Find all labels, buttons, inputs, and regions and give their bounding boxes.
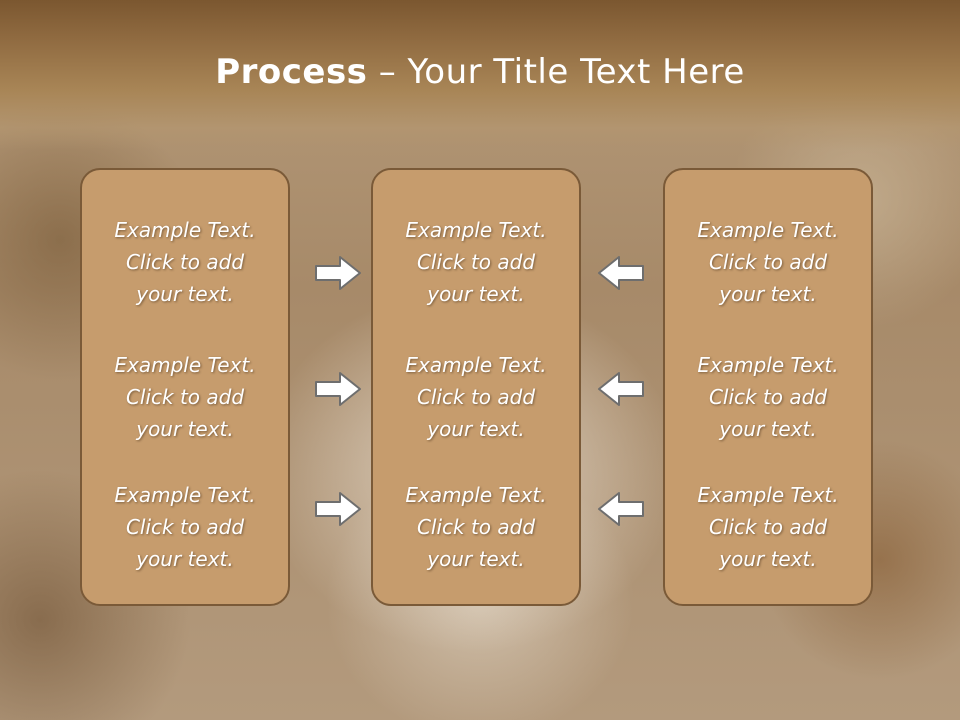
text-line: your text. <box>136 417 234 441</box>
text-line: your text. <box>427 547 525 571</box>
right-arrow-icon <box>315 372 361 406</box>
title-bar <box>0 0 960 150</box>
text-line: Click to add <box>125 385 245 409</box>
text-line: your text. <box>719 282 817 306</box>
text-line: Example Text. <box>697 483 839 507</box>
process-panel-center[interactable]: Example Text. Click to add your text. Ex… <box>371 168 581 606</box>
text-line: Example Text. <box>697 218 839 242</box>
text-line: your text. <box>136 282 234 306</box>
process-panel-left[interactable]: Example Text. Click to add your text. Ex… <box>80 168 290 606</box>
right-arrow-icon <box>315 256 361 290</box>
text-line: Click to add <box>416 250 536 274</box>
process-panel-right[interactable]: Example Text. Click to add your text. Ex… <box>663 168 873 606</box>
text-line: your text. <box>719 417 817 441</box>
slide-title-rest: – Your Title Text Here <box>367 52 745 92</box>
text-placeholder[interactable]: Example Text. Click to add your text. <box>373 214 579 310</box>
text-line: Click to add <box>125 250 245 274</box>
text-placeholder[interactable]: Example Text. Click to add your text. <box>665 214 871 310</box>
slide-title-bold: Process <box>215 52 368 92</box>
text-line: Click to add <box>708 385 828 409</box>
text-line: Example Text. <box>697 353 839 377</box>
text-line: Example Text. <box>405 353 547 377</box>
right-arrow-icon <box>315 492 361 526</box>
text-line: your text. <box>427 417 525 441</box>
slide-title[interactable]: Process – Your Title Text Here <box>0 52 960 92</box>
text-line: Example Text. <box>114 218 256 242</box>
text-placeholder[interactable]: Example Text. Click to add your text. <box>665 349 871 445</box>
text-line: Click to add <box>708 515 828 539</box>
text-placeholder[interactable]: Example Text. Click to add your text. <box>373 479 579 575</box>
text-line: Example Text. <box>114 483 256 507</box>
text-placeholder[interactable]: Example Text. Click to add your text. <box>82 349 288 445</box>
text-placeholder[interactable]: Example Text. Click to add your text. <box>373 349 579 445</box>
left-arrow-icon <box>598 372 644 406</box>
text-line: your text. <box>136 547 234 571</box>
left-arrow-icon <box>598 492 644 526</box>
text-placeholder[interactable]: Example Text. Click to add your text. <box>82 214 288 310</box>
text-line: Click to add <box>708 250 828 274</box>
left-arrow-icon <box>598 256 644 290</box>
text-line: your text. <box>719 547 817 571</box>
text-line: your text. <box>427 282 525 306</box>
text-line: Click to add <box>416 385 536 409</box>
text-line: Example Text. <box>405 218 547 242</box>
text-line: Click to add <box>125 515 245 539</box>
text-line: Click to add <box>416 515 536 539</box>
text-line: Example Text. <box>114 353 256 377</box>
text-placeholder[interactable]: Example Text. Click to add your text. <box>665 479 871 575</box>
text-line: Example Text. <box>405 483 547 507</box>
text-placeholder[interactable]: Example Text. Click to add your text. <box>82 479 288 575</box>
